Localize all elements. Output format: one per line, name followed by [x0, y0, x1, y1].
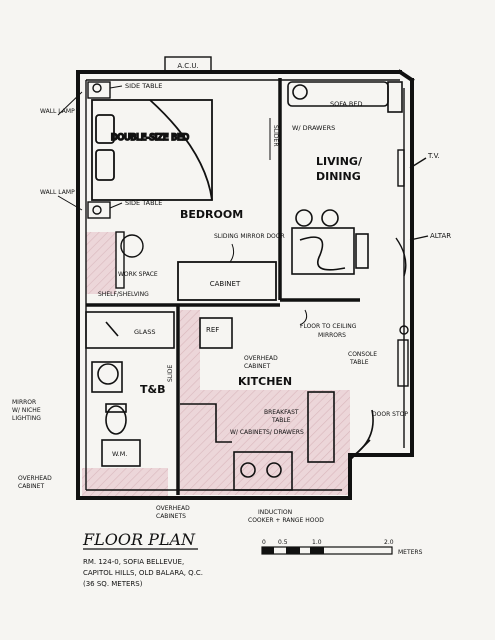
bedroom-label: BEDROOM — [180, 208, 243, 221]
work-space-label: WORK SPACE — [118, 271, 158, 278]
console-label-2: TABLE — [349, 359, 369, 366]
address-line-2: CAPITOL HILLS, OLD BALARA, Q.C. — [83, 569, 203, 577]
acu-unit: A.C.U. — [164, 56, 212, 73]
side-table-bottom-label: SIDE TABLE — [125, 199, 162, 207]
scale-tick-2: 1.0 — [312, 539, 322, 546]
kitchen-label: KITCHEN — [238, 375, 292, 388]
acu-label: A.C.U. — [177, 62, 198, 70]
wm-label: W.M. — [112, 450, 127, 458]
side-table-top-label: SIDE TABLE — [125, 82, 162, 90]
cabinet — [177, 261, 277, 301]
ref-label: REF — [206, 326, 219, 334]
sliding-mirror-label: SLIDING MIRROR DOOR — [214, 233, 285, 240]
ref — [199, 317, 233, 349]
mirror-label-2: W/ NICHE — [12, 407, 41, 414]
cabinet-label: CABINET — [210, 280, 241, 288]
living-label: LIVING/ — [316, 155, 363, 168]
outer-walls — [76, 69, 415, 500]
door-stop-label: DOOR STOP — [372, 411, 408, 418]
address-line-3: (36 SQ. METERS) — [83, 580, 143, 588]
tv-unit — [397, 149, 427, 187]
dining-label: DINING — [316, 170, 361, 183]
altar — [395, 235, 429, 277]
interior-walls — [86, 78, 360, 495]
double-bed: DOUBLE-SIZE BED — [91, 99, 213, 201]
toilet-bath — [85, 311, 175, 467]
scale-tick-0: 0 — [262, 539, 266, 546]
dining-set — [291, 209, 369, 275]
wall-lamp-top-label: WALL LAMP — [40, 108, 75, 115]
breakfast-label-2: TABLE — [271, 417, 291, 424]
cabinets-drawers-label: W/ CABINETS/ DRAWERS — [230, 429, 304, 436]
overhead-bottom-label-2: CABINETS — [156, 513, 186, 520]
address-line-1: RM. 124-0, SOFIA BELLEVUE, — [83, 558, 184, 566]
side-tables — [87, 81, 111, 219]
glass-label: GLASS — [134, 328, 156, 336]
scale-bar: 0 0.5 1.0 2.0 METERS — [261, 539, 423, 556]
drawers-label: W/ DRAWERS — [292, 124, 335, 132]
mirror-label-3: LIGHTING — [12, 415, 41, 422]
tv-label: T.V. — [427, 152, 440, 160]
overhead-cabinet-label-2: CABINET — [244, 363, 270, 370]
slider-label: SLIDER — [272, 125, 279, 147]
overhead-bottom-label-1: OVERHEAD — [156, 505, 190, 512]
floor-mirror-label-1: FLOOR TO CEILING — [300, 323, 357, 330]
induction-label-2: COOKER + RANGE HOOD — [248, 517, 324, 524]
tb-label: T&B — [140, 383, 165, 396]
scale-unit: METERS — [398, 549, 423, 556]
overhead-left-label-1: OVERHEAD — [18, 475, 52, 482]
mirror-label-1: MIRROR — [12, 399, 36, 406]
kitchen-counters — [180, 391, 374, 491]
breakfast-label-1: BREAKFAST — [264, 409, 299, 416]
sofa-bed-label: SOFA BED — [330, 100, 362, 108]
slide-label: SLIDE — [167, 364, 174, 382]
console-table — [397, 325, 409, 387]
induction-label-1: INDUCTION — [258, 509, 292, 516]
wall-lamp-bottom-label: WALL LAMP — [40, 189, 75, 196]
floor-mirror-label-2: MIRRORS — [318, 332, 346, 339]
sofa-bed — [287, 81, 403, 113]
overhead-left-label-2: CABINET — [18, 483, 44, 490]
bed-label: DOUBLE-SIZE BED — [111, 133, 189, 143]
altar-label: ALTAR — [430, 232, 451, 240]
scale-tick-1: 0.5 — [278, 539, 288, 546]
shelf-label: SHELF/SHELVING — [98, 291, 149, 298]
scale-tick-3: 2.0 — [384, 539, 394, 546]
work-space — [115, 231, 144, 289]
overhead-cabinet-label-1: OVERHEAD — [244, 355, 278, 362]
pink-areas — [82, 232, 350, 498]
title: FLOOR PLAN — [82, 530, 196, 549]
console-label-1: CONSOLE — [348, 351, 377, 358]
